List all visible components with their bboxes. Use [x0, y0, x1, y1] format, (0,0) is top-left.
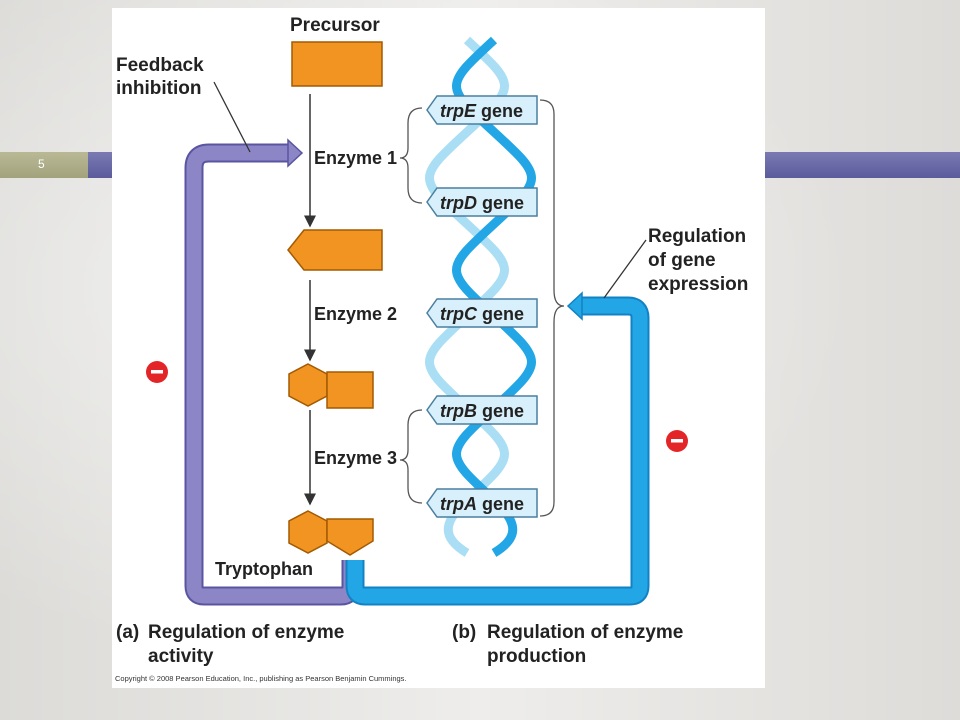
intermediate-molecule-2 — [288, 363, 374, 409]
regulation-label-line1: Regulation — [648, 226, 746, 247]
gene-regulation-loop — [345, 291, 650, 606]
inhibition-sign-left — [146, 361, 168, 383]
slide-number: 5 — [38, 157, 45, 171]
caption-b-line1: Regulation of enzyme — [487, 622, 683, 643]
regulation-leader-line — [603, 239, 647, 299]
operon-brace — [539, 99, 565, 517]
figure-svg: trpE gene trpD gene trpC gene trpB gene … — [115, 15, 748, 683]
intermediate-molecule-1 — [287, 229, 383, 271]
gene-trpC: trpC gene — [426, 298, 538, 328]
caption-a-tag: (a) — [116, 622, 139, 643]
svg-text:trpA gene: trpA gene — [440, 494, 524, 514]
enzyme3-brace — [399, 409, 423, 504]
enzyme1-brace — [399, 107, 423, 204]
svg-text:trpC gene: trpC gene — [440, 304, 524, 324]
feedback-arrowhead — [287, 138, 304, 168]
precursor-molecule — [291, 41, 383, 87]
feedback-label-line1: Feedback — [116, 55, 204, 76]
caption-a-line1: Regulation of enzyme — [148, 622, 344, 643]
precursor-label: Precursor — [290, 15, 380, 36]
feedback-leader-line — [213, 81, 251, 153]
gene-trpB: trpB gene — [426, 395, 538, 425]
gene-trpA: trpA gene — [426, 488, 538, 518]
enzyme2-label: Enzyme 2 — [314, 304, 397, 324]
regulation-label-line2: of gene — [648, 250, 716, 271]
caption-b-line2: production — [487, 646, 586, 667]
regulation-label-line3: expression — [648, 274, 748, 295]
slide-header-accent — [0, 152, 88, 178]
tryptophan-label: Tryptophan — [215, 559, 313, 579]
caption-a-line2: activity — [148, 646, 214, 667]
gene-regulation-arrowhead — [566, 291, 583, 321]
tryptophan-molecule — [288, 510, 374, 556]
gene-trpD: trpD gene — [426, 187, 538, 217]
feedback-label-line2: inhibition — [116, 78, 201, 99]
gene-trpE: trpE gene — [426, 95, 538, 125]
svg-text:trpE gene: trpE gene — [440, 101, 523, 121]
caption-b-tag: (b) — [452, 622, 476, 643]
enzyme1-label: Enzyme 1 — [314, 148, 397, 168]
inhibition-sign-right — [666, 430, 688, 452]
tryptophan-regulation-figure: trpE gene trpD gene trpC gene trpB gene … — [112, 8, 765, 688]
enzyme3-label: Enzyme 3 — [314, 448, 397, 468]
svg-text:trpD gene: trpD gene — [440, 193, 524, 213]
copyright-text: Copyright © 2008 Pearson Education, Inc.… — [115, 674, 407, 683]
svg-text:trpB gene: trpB gene — [440, 401, 524, 421]
